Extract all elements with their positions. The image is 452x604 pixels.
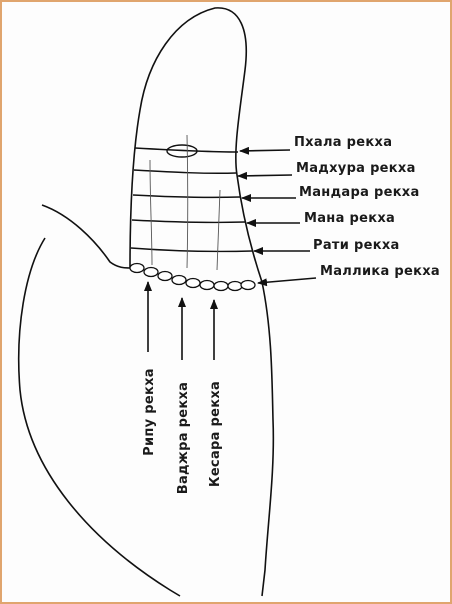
palm-lower-contour xyxy=(17,237,181,597)
right-labels: Пхала рекха Мадхура рекха Мандара рекха … xyxy=(294,135,440,279)
bead xyxy=(227,280,243,292)
bead xyxy=(143,266,159,278)
label-mana-rekha: Мана рекха xyxy=(304,211,395,226)
band-1 xyxy=(134,147,239,153)
band-4 xyxy=(131,219,246,224)
arrow-mallika xyxy=(257,277,317,287)
vertical-lines xyxy=(149,134,221,271)
arrow-phala xyxy=(239,146,291,155)
label-mandara-rekha: Мандара рекха xyxy=(299,185,420,200)
vline-3 xyxy=(216,189,221,271)
bead xyxy=(157,270,173,282)
bead xyxy=(185,277,201,289)
bottom-arrows xyxy=(144,281,218,360)
bead xyxy=(213,280,229,292)
label-mallika-rekha: Маллика рекха xyxy=(320,264,440,279)
palm-left-contour xyxy=(41,204,131,269)
bead xyxy=(129,262,145,274)
vline-2 xyxy=(186,134,189,269)
label-ripu-rekha: Рипу рекха xyxy=(142,368,157,456)
finger-left-contour xyxy=(129,7,275,597)
label-vajra-rekha: Ваджра рекха xyxy=(176,382,191,494)
bead xyxy=(199,279,215,291)
band-2 xyxy=(133,169,237,174)
label-phala-rekha: Пхала рекха xyxy=(294,135,392,150)
bottom-labels: Рипу рекха Ваджра рекха Кесара рекха xyxy=(142,368,223,494)
finger-bands xyxy=(130,147,253,253)
label-rati-rekha: Рати рекха xyxy=(313,238,400,253)
right-arrows xyxy=(237,146,317,287)
label-kesara-rekha: Кесара рекха xyxy=(208,381,223,487)
phala-oval xyxy=(166,144,198,158)
mallika-chain xyxy=(129,262,256,292)
band-5 xyxy=(130,247,253,253)
bead xyxy=(171,274,187,286)
arrow-madhura xyxy=(237,171,293,180)
finger-outline xyxy=(17,7,275,597)
vline-1 xyxy=(149,159,153,266)
band-3 xyxy=(132,194,241,199)
label-madhura-rekha: Мадхура рекха xyxy=(296,161,416,176)
bead xyxy=(240,279,256,291)
